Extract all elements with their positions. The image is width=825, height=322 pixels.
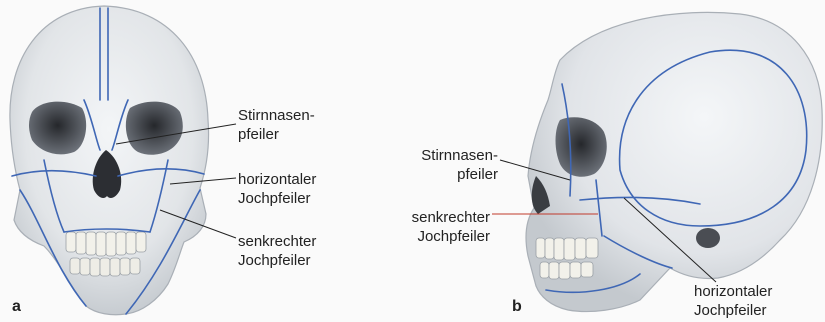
label-stirnnasen-b-line1: Stirnnasen- — [392, 146, 498, 165]
label-senkrecht-a-line2: Jochpfeiler — [238, 251, 316, 270]
label-horizontal-a: horizontaler Jochpfeiler — [238, 170, 316, 208]
lower-teeth — [70, 258, 140, 276]
panel-letter-b: b — [512, 298, 522, 316]
label-senkrecht-a: senkrechter Jochpfeiler — [238, 232, 316, 270]
label-stirnnasen-b-line2: pfeiler — [392, 165, 498, 184]
label-horizontal-a-line2: Jochpfeiler — [238, 189, 316, 208]
label-horizontal-b-line2: Jochpfeiler — [694, 301, 772, 320]
ear-canal — [696, 228, 720, 248]
panel-letter-a: a — [12, 298, 21, 316]
label-stirnnasen-a: Stirnnasen- pfeiler — [238, 106, 315, 144]
label-senkrecht-b: senkrechter Jochpfeiler — [382, 208, 490, 246]
label-horizontal-b: horizontaler Jochpfeiler — [694, 282, 772, 320]
upper-teeth — [66, 232, 146, 256]
label-stirnnasen-b: Stirnnasen- pfeiler — [392, 146, 498, 184]
label-senkrecht-b-line2: Jochpfeiler — [382, 227, 490, 246]
label-horizontal-b-line1: horizontaler — [694, 282, 772, 301]
label-stirnnasen-a-line1: Stirnnasen- — [238, 106, 315, 125]
lateral-orbit — [556, 117, 607, 176]
label-stirnnasen-a-line2: pfeiler — [238, 125, 315, 144]
label-horizontal-a-line1: horizontaler — [238, 170, 316, 189]
label-senkrecht-b-line1: senkrechter — [382, 208, 490, 227]
label-senkrecht-a-line1: senkrechter — [238, 232, 316, 251]
